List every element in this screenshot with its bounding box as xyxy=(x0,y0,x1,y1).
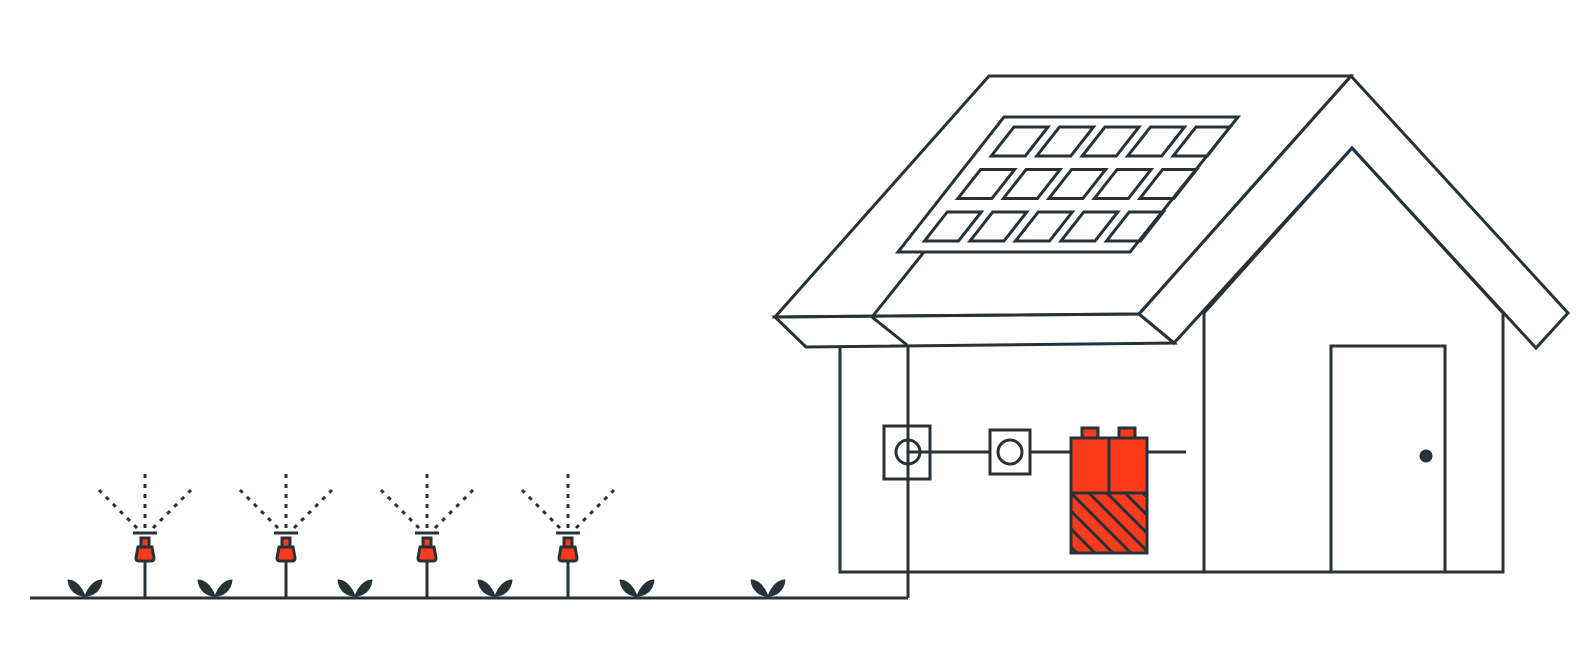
door-knob-icon xyxy=(1419,449,1433,463)
roof-fascia-edge xyxy=(871,315,908,347)
solar-cell xyxy=(1045,168,1109,200)
solar-cell xyxy=(1000,168,1064,200)
sprout-leaf-right xyxy=(354,579,373,597)
solar-cell xyxy=(1012,210,1076,243)
sprinkler xyxy=(379,474,475,598)
battery-hatch-line xyxy=(999,493,1059,553)
sprinkler-nozzle xyxy=(562,536,574,549)
roof-fascia xyxy=(771,312,1179,349)
battery-hatch-line xyxy=(1105,493,1147,536)
door-icon xyxy=(1329,344,1447,574)
solar-panel xyxy=(870,115,1242,318)
door xyxy=(1329,344,1447,574)
battery-hatch-line xyxy=(1071,508,1115,553)
sprinkler-nozzle xyxy=(421,536,433,549)
battery-hatch-line xyxy=(1071,526,1097,553)
solar-cell xyxy=(1057,210,1121,243)
sprout-icon xyxy=(477,579,513,597)
spray-right xyxy=(151,488,193,530)
sprout-leaf-left xyxy=(337,579,356,597)
battery-hatch-line xyxy=(1141,493,1147,500)
battery-hatch-line xyxy=(1197,493,1257,553)
sprout-leaf-right xyxy=(767,579,786,597)
sprouts xyxy=(67,579,786,597)
sprinkler xyxy=(97,474,193,598)
battery-hatch-line xyxy=(1071,493,1133,553)
battery-hatch-line xyxy=(1123,493,1147,518)
solar-cells xyxy=(921,125,1234,243)
sprinklers xyxy=(97,474,616,598)
solar-cell xyxy=(1170,125,1234,158)
house xyxy=(771,73,1571,598)
spray-right xyxy=(292,488,334,530)
roof xyxy=(771,73,1571,351)
sprout-leaf-left xyxy=(477,579,496,597)
sprout-icon xyxy=(750,579,786,597)
sprout-leaf-right xyxy=(636,579,655,597)
meter-2 xyxy=(988,428,1032,476)
sprinkler-head-icon xyxy=(416,545,438,563)
sprout-icon xyxy=(337,579,373,597)
solar-cell xyxy=(1103,210,1167,243)
sprinkler xyxy=(238,474,334,598)
battery-hatch-line xyxy=(1087,493,1147,553)
solar-cell xyxy=(1124,125,1188,158)
solar-cell xyxy=(921,210,985,243)
solar-cell xyxy=(1091,168,1155,200)
spray-left xyxy=(379,488,421,530)
spray-left xyxy=(520,488,562,530)
battery-outline xyxy=(1069,436,1149,555)
sprout-icon xyxy=(619,579,655,597)
gable-wall xyxy=(1202,145,1505,574)
solar-cell xyxy=(966,210,1030,243)
solar-cell xyxy=(988,125,1052,158)
spray-left xyxy=(97,488,139,530)
gable-roof-trim xyxy=(1136,73,1571,351)
solar-cell xyxy=(1079,125,1143,158)
solar-cell xyxy=(1033,125,1097,158)
meter-1 xyxy=(882,424,932,481)
sprout-icon xyxy=(67,579,103,597)
sprinkler xyxy=(520,474,616,598)
battery-hatch xyxy=(999,493,1257,553)
irrigation-system xyxy=(30,474,908,600)
sprinkler-nozzle xyxy=(280,536,292,549)
sprout-leaf-left xyxy=(619,579,638,597)
spray-left xyxy=(238,488,280,530)
battery-hatch-line xyxy=(1071,544,1079,553)
battery-hatch-line xyxy=(1179,493,1239,553)
spray-right xyxy=(574,488,616,530)
left-roof-slope xyxy=(771,74,1355,319)
sprinkler-head-icon xyxy=(275,545,297,563)
spray-right xyxy=(433,488,475,530)
sprinkler-head-icon xyxy=(134,545,156,563)
house-walls xyxy=(838,145,1505,574)
sprout-leaf-right xyxy=(494,579,513,597)
meter-2-dial-icon xyxy=(996,438,1024,466)
solar-panel-mount xyxy=(870,251,926,318)
solar-panel-frame xyxy=(894,115,1242,254)
sprout-leaf-left xyxy=(197,579,216,597)
sprout-icon xyxy=(197,579,233,597)
left-wing-wall xyxy=(838,313,1206,574)
sprout-leaf-left xyxy=(750,579,769,597)
sprout-leaf-right xyxy=(84,579,103,597)
sprinkler-nozzle xyxy=(139,536,151,549)
battery-hatch-line xyxy=(1161,493,1221,553)
sprinkler-head-icon xyxy=(557,545,579,563)
battery-icon xyxy=(999,426,1257,555)
sprout-leaf-left xyxy=(67,579,86,597)
solar-cell xyxy=(1136,168,1200,200)
solar-cell xyxy=(954,168,1018,200)
sprout-leaf-right xyxy=(214,579,233,597)
meter-2-box xyxy=(988,428,1032,476)
